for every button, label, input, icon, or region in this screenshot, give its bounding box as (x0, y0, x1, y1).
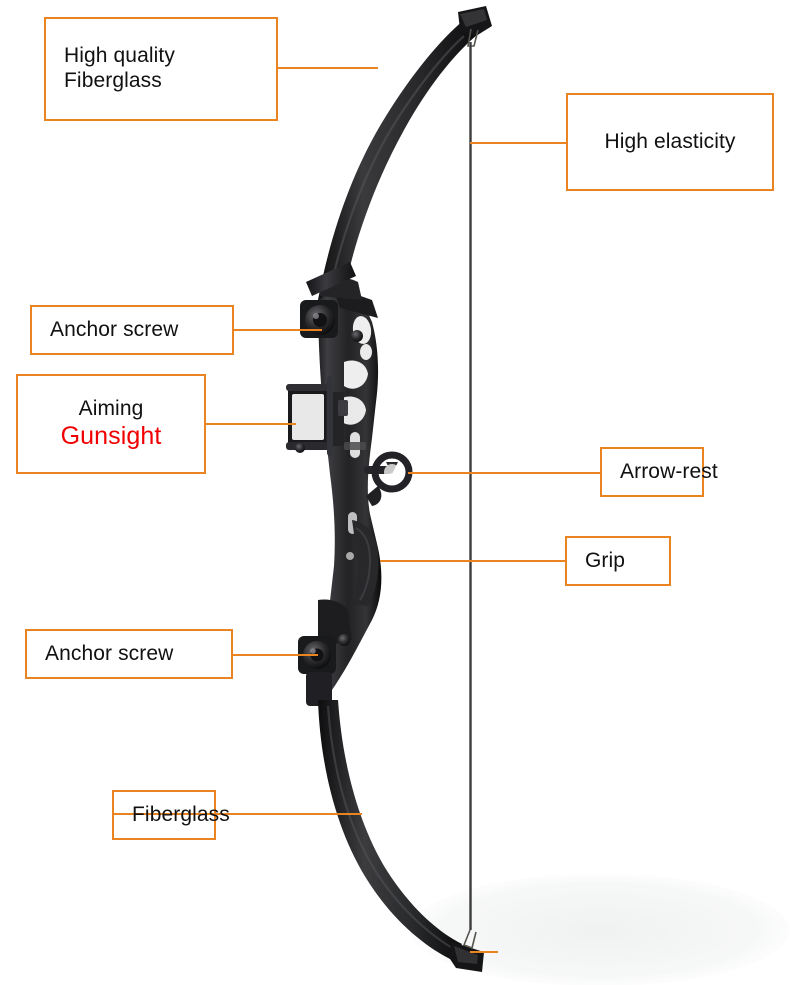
callout-anchor-screw-upper-line-0: Anchor screw (50, 317, 179, 341)
lower-string-loop (462, 929, 477, 950)
callout-arrow-rest[interactable]: Arrow-rest (600, 447, 718, 497)
callout-anchor-screw-upper[interactable]: Anchor screw (30, 305, 234, 355)
sight-adjuster (338, 400, 348, 416)
upper-limb (318, 20, 478, 304)
sight-top-rail (286, 384, 332, 391)
lower-limb (318, 700, 462, 960)
sight-aperture-window (292, 394, 324, 440)
riser-cutout-2 (360, 344, 372, 360)
anchor-screw-lower-glint (310, 648, 316, 654)
grip (352, 520, 379, 606)
callout-anchor-screw-lower[interactable]: Anchor screw (25, 629, 233, 679)
riser-cutout-3 (344, 360, 368, 389)
callout-fiberglass[interactable]: Fiberglass (112, 790, 230, 840)
callout-high-elasticity[interactable]: High elasticity (566, 93, 774, 191)
grip-highlight (355, 527, 372, 601)
callout-aiming-gunsight-line-1: Gunsight (60, 421, 162, 450)
lower-limb-highlight (326, 705, 453, 949)
callout-arrow-rest-line-0: Arrow-rest (620, 459, 718, 483)
riser-cutout-7 (346, 552, 354, 560)
riser-brand-plate (344, 442, 366, 450)
callout-aiming-gunsight-line-0: Aiming (78, 396, 144, 420)
upper-limb-highlight (328, 35, 465, 291)
riser-bolt-upper (351, 330, 363, 342)
upper-limb-tip-sheen (460, 9, 487, 27)
callout-fiberglass-line-0: Fiberglass (132, 802, 230, 826)
callout-grip-line-0: Grip (585, 548, 626, 572)
callout-grip[interactable]: Grip (565, 536, 671, 586)
callout-high-elasticity-line-0: High elasticity (604, 129, 736, 153)
callout-anchor-screw-lower-line-0: Anchor screw (45, 641, 174, 665)
arrow-rest-window (384, 464, 400, 480)
arrow-rest-bracket (366, 486, 382, 506)
anchor-screw-upper-glint (313, 313, 319, 319)
callout-high-quality-fiberglass-line-1: Fiberglass (64, 69, 162, 92)
lower-limb-pocket (306, 672, 332, 706)
floor-shadow (410, 874, 790, 985)
callout-high-quality-fiberglass-line-0: High quality (64, 44, 175, 68)
sight-lock-screw (295, 443, 305, 453)
riser-bolt-lower (338, 634, 350, 646)
sight-vertical-post (327, 376, 333, 456)
sight-arm (306, 262, 356, 296)
lower-limb-tip-sheen (454, 946, 478, 964)
sight-bottom-rail (286, 442, 332, 450)
